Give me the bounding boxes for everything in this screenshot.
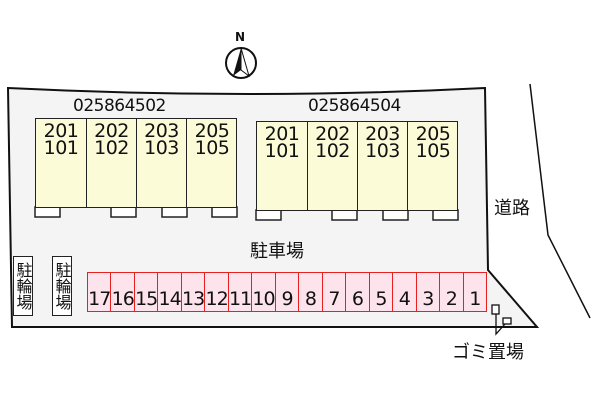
parking-space: 12 [205, 273, 229, 311]
unit-lower: 101 [264, 140, 300, 162]
parking-space: 6 [346, 273, 370, 311]
parking-space: 16 [111, 273, 135, 311]
bike-parking: 駐輪場 [52, 256, 72, 316]
road-edge [529, 83, 591, 319]
compass-label: N [235, 30, 246, 44]
unit-lower: 101 [43, 137, 79, 159]
unit-upper: 203 [365, 123, 400, 145]
garbage-label: ゴミ置場 [452, 342, 524, 363]
unit-upper: 201 [264, 123, 300, 145]
parking-space: 4 [393, 273, 417, 311]
unit-lower: 105 [194, 137, 230, 159]
unit-upper: 202 [94, 120, 129, 142]
parking-space: 14 [158, 273, 182, 311]
road-label: 道路 [494, 198, 530, 219]
parking-space: 5 [370, 273, 394, 311]
unit-lower: 103 [144, 137, 179, 159]
parking-space: 11 [229, 273, 253, 311]
unit-lower: 105 [415, 140, 451, 162]
parking-space: 2 [440, 273, 464, 311]
bike-parking: 駐輪場 [13, 256, 33, 316]
parking-space: 7 [323, 273, 347, 311]
parking-spaces: 17 16 15 14 13 12 11 10 9 8 7 6 5 4 3 2 … [87, 272, 487, 312]
parking-space: 9 [276, 273, 300, 311]
parking-space: 8 [299, 273, 323, 311]
parking-space: 17 [88, 273, 112, 311]
parking-label: 駐車場 [250, 241, 304, 262]
unit-lower: 102 [315, 140, 350, 162]
garbage-area-icon [491, 304, 512, 336]
building-1-label: 025864502 [73, 96, 166, 116]
parking-space: 1 [469, 288, 481, 310]
unit-upper: 205 [194, 120, 230, 142]
parking-space: 10 [252, 273, 276, 311]
compass-icon [225, 47, 257, 79]
building-2-label: 025864504 [308, 96, 401, 116]
parking-space: 15 [135, 273, 159, 311]
parking-space: 3 [417, 273, 441, 311]
unit-upper: 203 [144, 120, 179, 142]
unit-upper: 201 [43, 120, 79, 142]
parking-space: 13 [182, 273, 206, 311]
unit-upper: 202 [315, 123, 350, 145]
unit-lower: 102 [94, 137, 129, 159]
unit-upper: 205 [415, 123, 451, 145]
unit-lower: 103 [365, 140, 400, 162]
